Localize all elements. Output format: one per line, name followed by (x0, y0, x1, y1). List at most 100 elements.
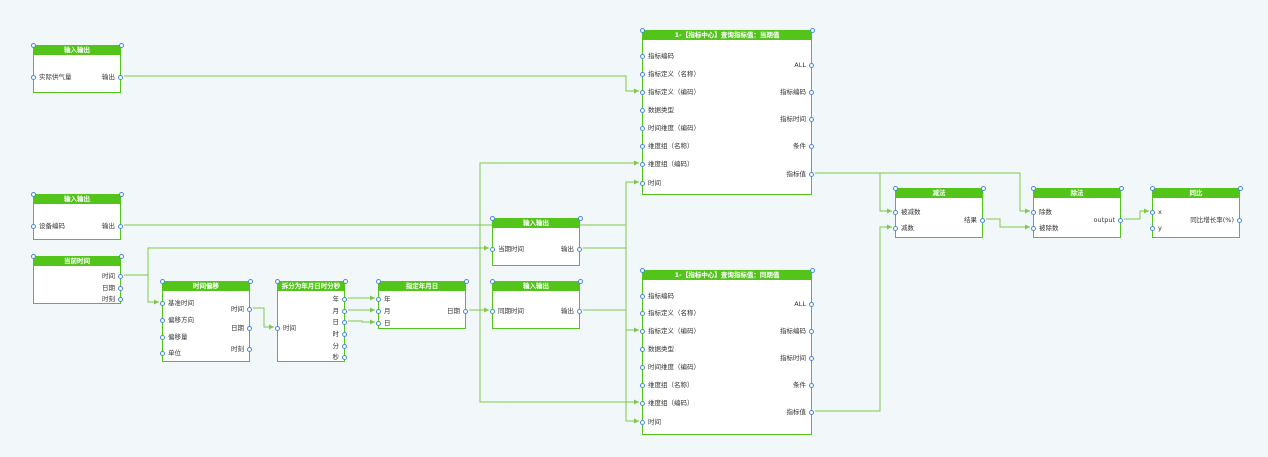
output-port[interactable] (577, 308, 582, 314)
corner-port[interactable] (343, 279, 348, 284)
corner-port[interactable] (640, 268, 645, 273)
corner-port[interactable] (490, 279, 495, 284)
corner-port[interactable] (810, 28, 815, 33)
output-port[interactable] (809, 409, 814, 415)
input-port[interactable] (640, 125, 645, 131)
output-port[interactable] (342, 343, 347, 349)
input-port[interactable] (1031, 209, 1036, 215)
input-port[interactable] (640, 328, 645, 334)
node-io2[interactable]: 输入输出设备编码输出 (31, 192, 124, 240)
corner-port[interactable] (578, 216, 583, 221)
node-io1[interactable]: 输入输出实际供气量输出 (31, 43, 124, 93)
corner-port[interactable] (578, 279, 583, 284)
node-sub[interactable]: 减法被减数减数结果 (893, 186, 986, 238)
output-port[interactable] (809, 382, 814, 388)
corner-port[interactable] (981, 186, 986, 191)
output-port[interactable] (118, 296, 123, 302)
corner-port[interactable] (376, 279, 381, 284)
input-port[interactable] (31, 223, 36, 229)
input-port[interactable] (640, 161, 645, 167)
input-port[interactable] (640, 346, 645, 352)
output-port[interactable] (809, 355, 814, 361)
corner-port[interactable] (810, 268, 815, 273)
input-port[interactable] (376, 320, 381, 326)
corner-port[interactable] (1031, 186, 1036, 191)
input-port[interactable] (640, 364, 645, 370)
input-port[interactable] (160, 317, 165, 323)
output-port[interactable] (247, 325, 252, 331)
input-port[interactable] (376, 296, 381, 302)
corner-port[interactable] (31, 192, 36, 197)
input-port[interactable] (640, 143, 645, 149)
output-port[interactable] (809, 62, 814, 68)
corner-port[interactable] (119, 43, 124, 48)
node-io4[interactable]: 输入输出同期时间输出 (490, 279, 583, 329)
output-port[interactable] (118, 285, 123, 291)
input-port[interactable] (640, 419, 645, 425)
input-port[interactable] (640, 107, 645, 113)
output-port[interactable] (809, 328, 814, 334)
output-port[interactable] (118, 223, 123, 229)
output-port[interactable] (342, 354, 347, 360)
corner-port[interactable] (160, 279, 165, 284)
input-port[interactable] (1150, 209, 1155, 215)
output-port[interactable] (463, 308, 468, 314)
node-offset[interactable]: 时间偏移基准时间偏移方向偏移量单位时间日期时刻 (160, 279, 253, 362)
node-q2[interactable]: 1-【指标中心】查询指标值：同期值指标编码指标定义（名称）指标定义（编码）数据类… (640, 268, 815, 435)
corner-port[interactable] (1119, 186, 1124, 191)
input-port[interactable] (376, 308, 381, 314)
input-port[interactable] (640, 53, 645, 59)
corner-port[interactable] (275, 279, 280, 284)
output-port[interactable] (809, 143, 814, 149)
input-port[interactable] (160, 350, 165, 356)
input-port[interactable] (31, 74, 36, 80)
input-port[interactable] (640, 89, 645, 95)
output-port[interactable] (247, 346, 252, 352)
input-port[interactable] (160, 300, 165, 306)
input-port[interactable] (640, 293, 645, 299)
output-port[interactable] (1118, 217, 1123, 223)
corner-port[interactable] (893, 186, 898, 191)
output-port[interactable] (247, 306, 252, 312)
output-port[interactable] (809, 171, 814, 177)
input-port[interactable] (275, 325, 280, 331)
input-port[interactable] (640, 382, 645, 388)
output-port[interactable] (342, 308, 347, 314)
corner-port[interactable] (464, 279, 469, 284)
node-ymd[interactable]: 指定年月日年月日日期 (376, 279, 469, 329)
corner-port[interactable] (1238, 186, 1243, 191)
node-q1[interactable]: 1-【指标中心】查询指标值：当期值指标编码指标定义（名称）指标定义（编码）数据类… (640, 28, 815, 195)
output-port[interactable] (342, 296, 347, 302)
output-port[interactable] (118, 273, 123, 279)
output-port[interactable] (118, 74, 123, 80)
corner-port[interactable] (31, 43, 36, 48)
node-now[interactable]: 当前时间时间日期时刻 (31, 254, 124, 304)
input-port[interactable] (640, 310, 645, 316)
output-port[interactable] (809, 301, 814, 307)
corner-port[interactable] (640, 28, 645, 33)
node-split[interactable]: 拆分为年月日时分秒时间年月日时分秒 (275, 279, 348, 362)
input-port[interactable] (1031, 225, 1036, 231)
input-port[interactable] (640, 180, 645, 186)
corner-port[interactable] (1150, 186, 1155, 191)
output-port[interactable] (980, 217, 985, 223)
input-port[interactable] (640, 71, 645, 77)
corner-port[interactable] (490, 216, 495, 221)
output-port[interactable] (809, 89, 814, 95)
output-port[interactable] (342, 319, 347, 325)
node-io3[interactable]: 输入输出当期时间输出 (490, 216, 583, 266)
output-port[interactable] (342, 331, 347, 337)
input-port[interactable] (893, 225, 898, 231)
input-port[interactable] (1150, 225, 1155, 231)
output-port[interactable] (577, 246, 582, 252)
input-port[interactable] (893, 209, 898, 215)
input-port[interactable] (490, 246, 495, 252)
output-port[interactable] (1237, 217, 1242, 223)
input-port[interactable] (640, 400, 645, 406)
corner-port[interactable] (119, 192, 124, 197)
corner-port[interactable] (248, 279, 253, 284)
output-port[interactable] (809, 116, 814, 122)
